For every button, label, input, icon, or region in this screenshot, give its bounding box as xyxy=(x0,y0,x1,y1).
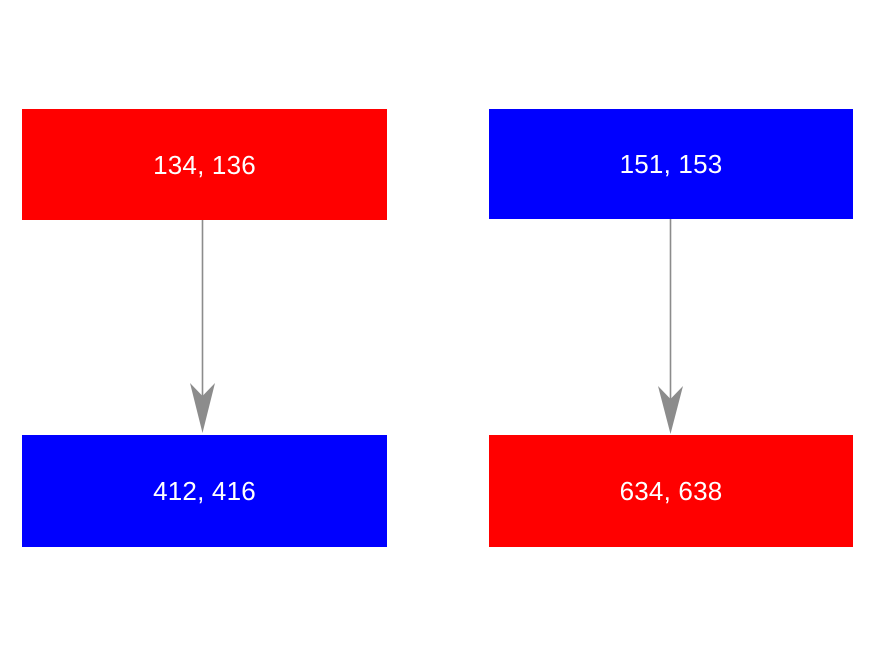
edge-a-b xyxy=(190,220,215,433)
node-label: 151, 153 xyxy=(619,149,723,179)
node-box-134-136[interactable]: 134, 136 xyxy=(22,109,387,220)
edge-c-d xyxy=(658,219,683,434)
node-label: 412, 416 xyxy=(153,476,256,506)
node-box-634-638[interactable]: 634, 638 xyxy=(489,435,853,547)
node-label: 634, 638 xyxy=(619,476,723,506)
edge-c-d-arrowhead xyxy=(658,386,683,434)
node-box-412-416[interactable]: 412, 416 xyxy=(22,435,387,547)
node-label: 134, 136 xyxy=(153,149,256,180)
node-box-151-153[interactable]: 151, 153 xyxy=(489,109,853,219)
edge-a-b-arrowhead xyxy=(190,383,215,433)
